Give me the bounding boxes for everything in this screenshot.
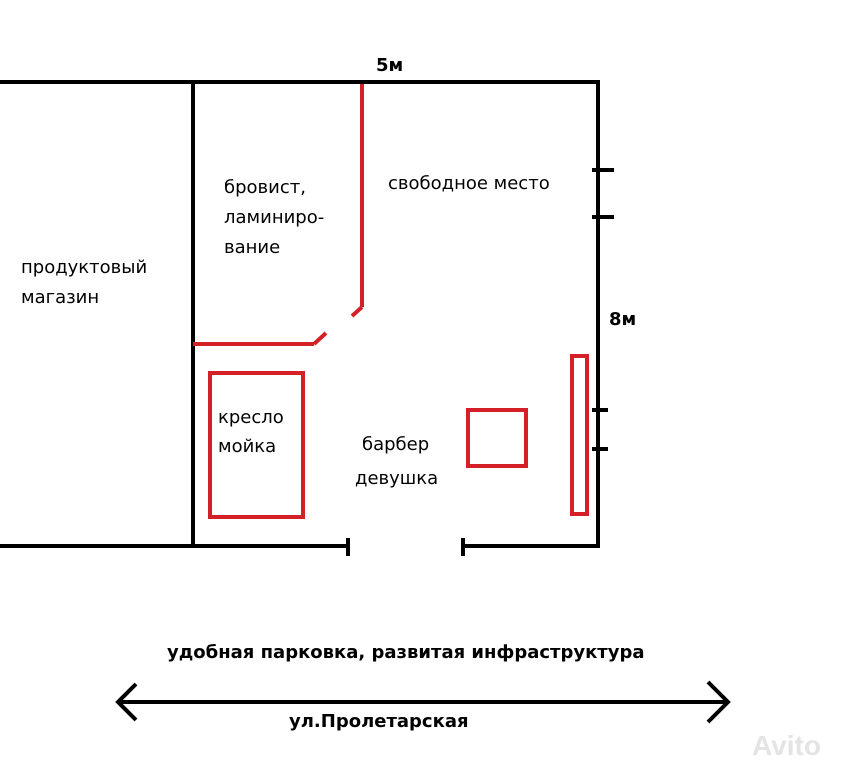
- street-name: ул.Пролетарская: [289, 711, 469, 732]
- barber-chair-box: [466, 408, 528, 468]
- avito-watermark: Avito: [752, 730, 821, 761]
- street-arrow: [115, 680, 731, 724]
- brow-partition-diagonal: [350, 305, 364, 318]
- interior-elements: [193, 84, 589, 519]
- street-arrow-right-head: [706, 680, 731, 724]
- parking-caption: удобная парковка, развитая инфраструктур…: [167, 642, 645, 663]
- building-walls: [0, 80, 614, 556]
- barber-label-line2: девушка: [355, 468, 439, 489]
- grocery-label-line1: продуктовый: [21, 257, 148, 278]
- brow-label-line2: ламиниро-: [224, 207, 325, 228]
- brow-label-line1: бровист,: [224, 177, 306, 198]
- free-space-label: свободное место: [388, 173, 550, 194]
- grocery-label-line2: магазин: [21, 287, 100, 308]
- street-arrow-left-head: [115, 682, 138, 722]
- brow-partition-door: [312, 331, 328, 346]
- width-dimension-label: 5м: [376, 55, 404, 76]
- mirror-counter-box: [570, 354, 589, 516]
- brow-label-line3: вание: [224, 237, 281, 258]
- barber-label-line1: барбер: [362, 434, 430, 455]
- wash-chair-box: [208, 371, 305, 519]
- wash-chair-label-line2: мойка: [218, 436, 277, 457]
- height-dimension-label: 8м: [609, 309, 637, 330]
- wash-chair-label-line1: кресло: [218, 407, 284, 428]
